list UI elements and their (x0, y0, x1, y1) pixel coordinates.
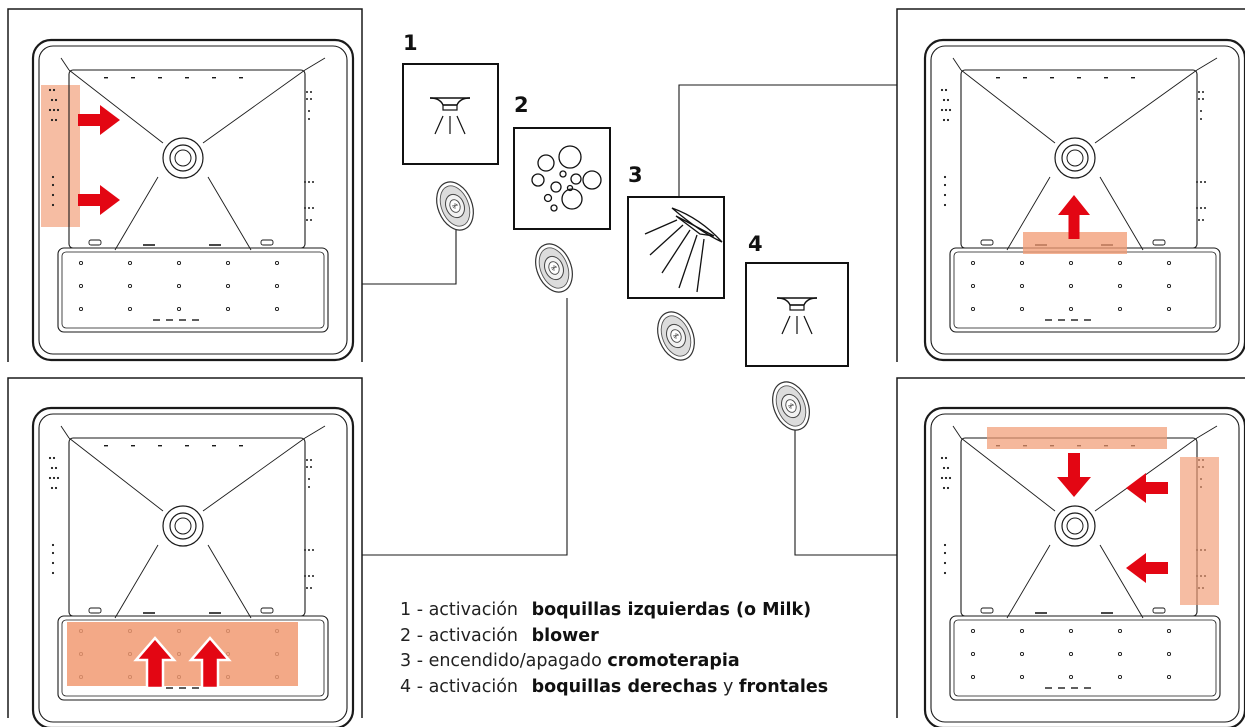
button-3-number: 3 (628, 163, 643, 187)
legend-2-bold: blower (531, 625, 599, 646)
spa-view-left-jets (31, 38, 355, 362)
legend-row-3: 3 - encendido/apagado cromoterapia (400, 649, 828, 675)
legend-4-prefix: 4 - activación (400, 676, 519, 697)
button-2-knob[interactable] (528, 237, 580, 299)
spa-view-right-front-jets (923, 406, 1245, 727)
button-4-knob[interactable] (765, 375, 817, 437)
button-4-number: 4 (748, 232, 763, 256)
button-1-group: 1 (402, 31, 499, 237)
button-1-icon-frame (402, 63, 499, 165)
legend-3-bold: cromoterapia (607, 651, 740, 671)
shower-light-icon (644, 207, 723, 293)
legend-row-1: 1 - activación boquillas izquierdas (o M… (400, 598, 828, 624)
connector-lines (362, 84, 897, 556)
button-2-group: 2 (513, 93, 611, 299)
button-1-knob[interactable] (429, 175, 481, 237)
legend-1-prefix: 1 - activación (400, 600, 519, 620)
legend-1-bold: boquillas izquierdas (o Milk) (531, 600, 812, 620)
button-3-group: 3 (627, 163, 725, 367)
button-4-icon-frame (745, 262, 849, 367)
spa-view-blower (923, 38, 1245, 362)
legend-row-4: 4 - activación boquillas derechas y fron… (400, 675, 828, 701)
legend: 1 - activación boquillas izquierdas (o M… (400, 598, 828, 700)
blower-bubbles-icon (531, 145, 602, 212)
legend-4-bold: boquillas derechas (531, 676, 718, 697)
panel-frames (7, 8, 1245, 718)
legend-3-prefix: 3 - encendido/apagado (400, 651, 602, 671)
legend-4-middle: y (722, 676, 734, 697)
button-1-number: 1 (403, 31, 418, 55)
legend-row-2: 2 - activación blower (400, 624, 828, 650)
spa-view-front-jets (31, 406, 355, 727)
button-2-icon-frame (513, 127, 611, 230)
button-3-icon-frame (627, 196, 725, 299)
legend-2-prefix: 2 - activación (400, 625, 519, 646)
legend-4-bold2: frontales (738, 676, 829, 697)
button-4-group: 4 (745, 232, 849, 437)
button-2-number: 2 (514, 93, 529, 117)
button-3-knob[interactable] (650, 305, 702, 367)
